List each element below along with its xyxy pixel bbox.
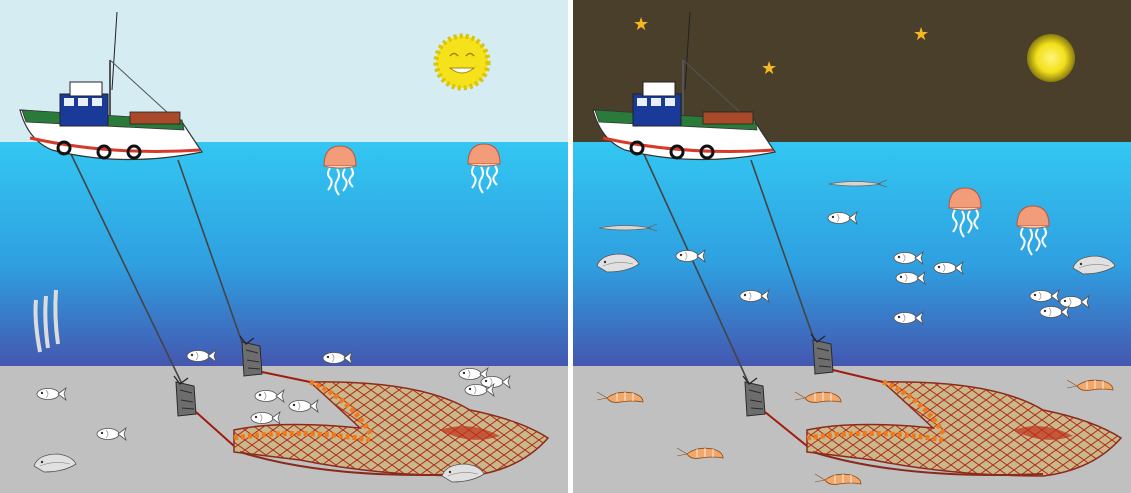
moon-icon: [1027, 34, 1075, 82]
sun-icon: [436, 36, 488, 88]
star-icon: ★: [633, 14, 649, 35]
star-icon: ★: [761, 58, 777, 79]
day-panel: [0, 0, 568, 493]
night-panel: ★ ★ ★: [573, 0, 1131, 493]
star-icon: ★: [913, 24, 929, 45]
sea: [573, 142, 1131, 366]
